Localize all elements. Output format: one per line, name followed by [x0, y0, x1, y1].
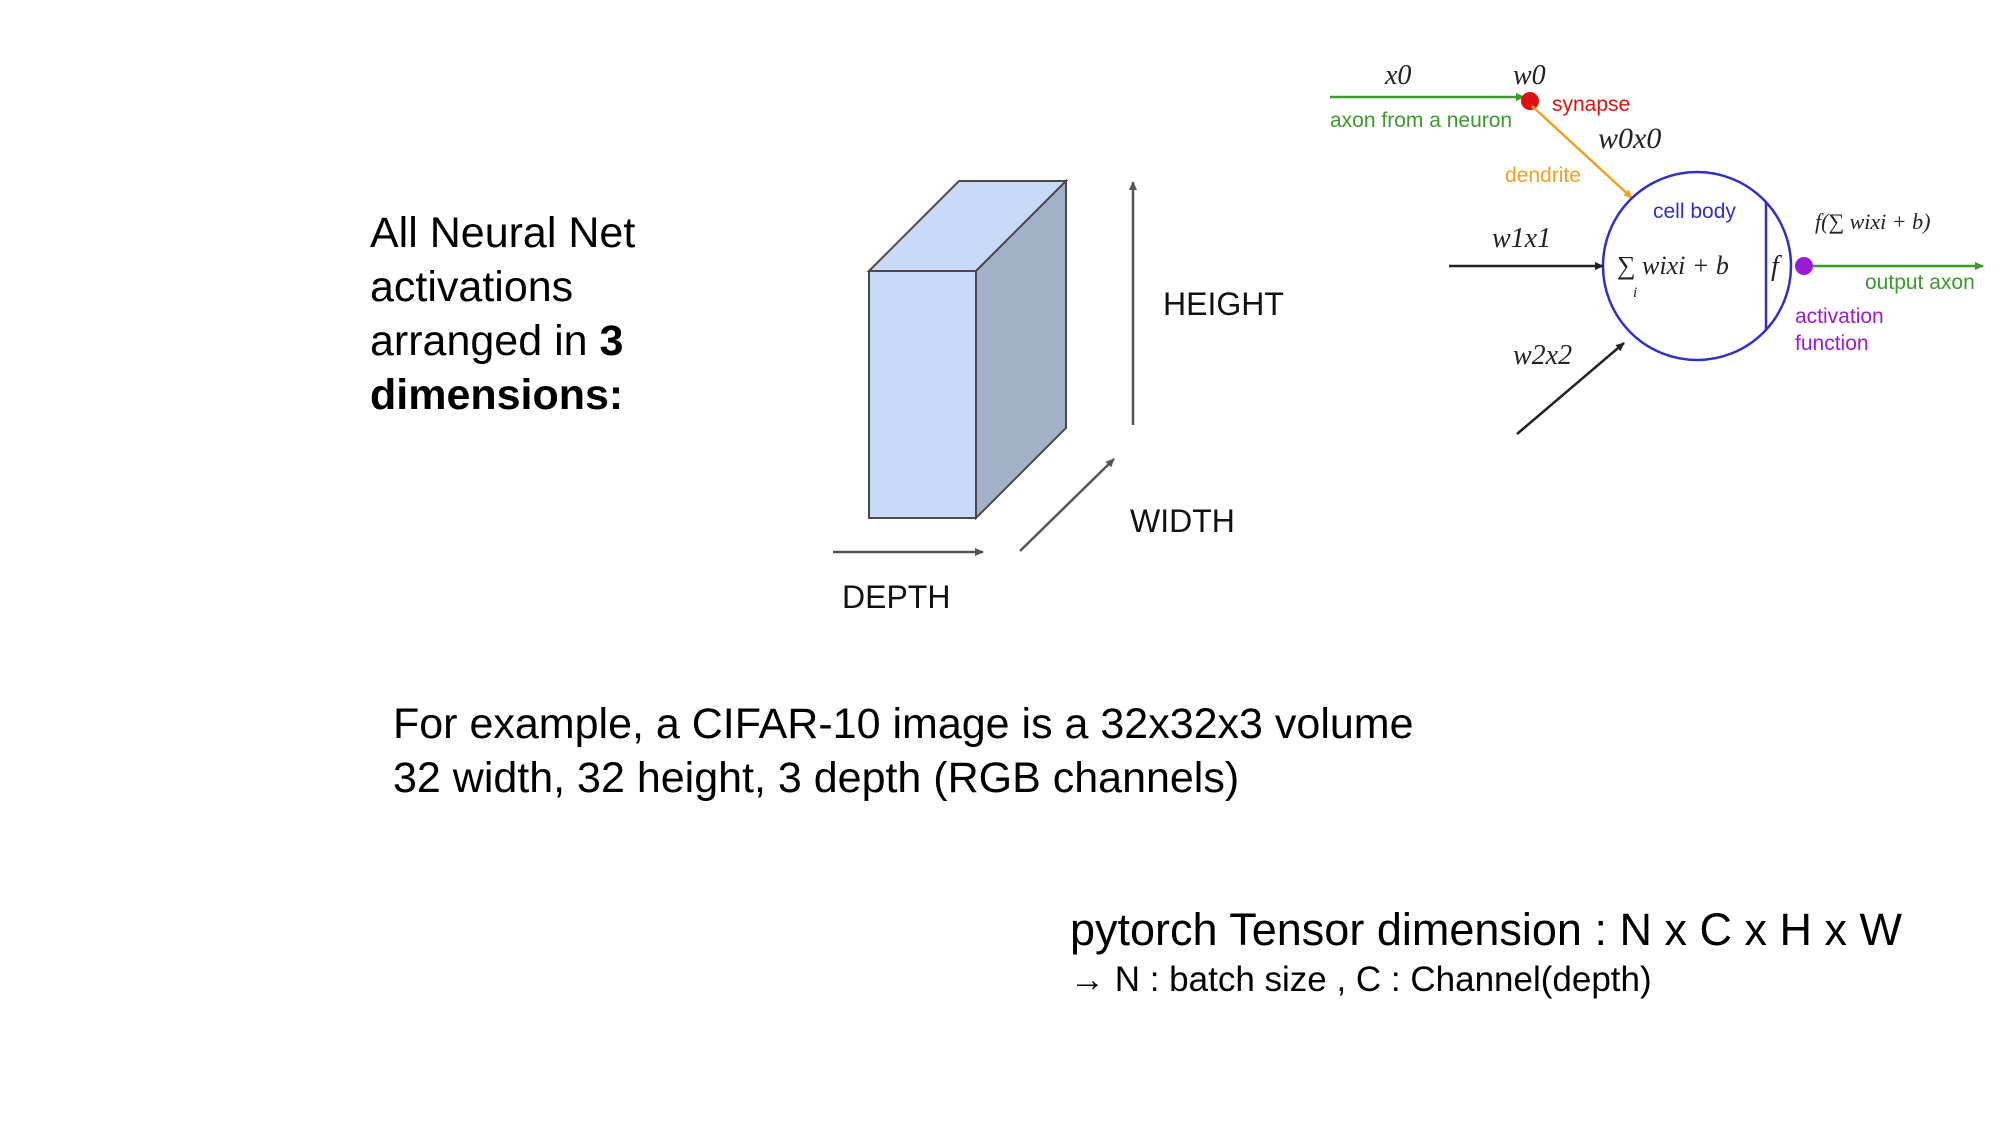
example-line-1: For example, a CIFAR-10 image is a 32x32…	[393, 700, 1414, 748]
pytorch-detail-text: N : batch size , C : Channel(depth)	[1105, 960, 1652, 999]
synapse-label: synapse	[1552, 93, 1630, 116]
intro-line-3: arranged in 3	[370, 314, 790, 368]
intro-text: All Neural Net activations arranged in 3…	[370, 206, 790, 422]
activation-label-line-1: activation	[1795, 305, 1884, 328]
width-label: WIDTH	[1130, 503, 1235, 539]
intro-line-3-text: arranged in	[370, 317, 600, 365]
sum-expression: ∑ wixi + b	[1617, 251, 1729, 280]
w0x0-label: w0x0	[1598, 122, 1661, 155]
cell-body-label: cell body	[1653, 200, 1736, 223]
width-arrow	[1019, 458, 1115, 552]
volume-box	[866, 178, 1069, 521]
w0-label: w0	[1513, 60, 1546, 91]
synapse-dot	[1521, 92, 1539, 110]
height-label: HEIGHT	[1163, 286, 1284, 322]
axon-from-neuron-label: axon from a neuron	[1330, 109, 1512, 132]
output-axon-label: output axon	[1865, 271, 1975, 294]
pytorch-title: pytorch Tensor dimension : N x C x H x W	[1070, 904, 1902, 955]
arrow-icon: →	[1070, 960, 1105, 999]
intro-dimension-count: 3	[599, 317, 624, 365]
intro-line-2: activations	[370, 263, 574, 311]
intro-line-1: All Neural Net	[370, 209, 636, 257]
activation-label-line-2: function	[1795, 332, 1869, 355]
w1x1-label: w1x1	[1492, 223, 1551, 254]
intro-line-4: dimensions:	[370, 368, 790, 422]
activation-dot	[1795, 257, 1813, 275]
example-line-2: 32 width, 32 height, 3 depth (RGB channe…	[393, 754, 1240, 802]
depth-label: DEPTH	[842, 579, 950, 615]
x0-label: x0	[1384, 60, 1411, 91]
dendrite-label: dendrite	[1505, 164, 1581, 187]
intro-dimensions-word: dimensions:	[370, 371, 624, 419]
sum-index: i	[1633, 285, 1637, 301]
example-text: For example, a CIFAR-10 image is a 32x32…	[393, 697, 1593, 805]
neuron-diagram: x0 w0 synapse axon from a neuron w0x0 de…	[1330, 60, 1984, 435]
w2x2-label: w2x2	[1513, 340, 1572, 371]
output-expression: f(∑ wixi + b)	[1815, 209, 1930, 234]
w2x2-arrow	[1516, 342, 1625, 435]
volume-front-face	[868, 270, 977, 519]
dendrite-arrow	[1531, 105, 1633, 199]
pytorch-detail: → N : batch size , C : Channel(depth)	[1070, 958, 1652, 1002]
f-label: f	[1771, 251, 1782, 282]
